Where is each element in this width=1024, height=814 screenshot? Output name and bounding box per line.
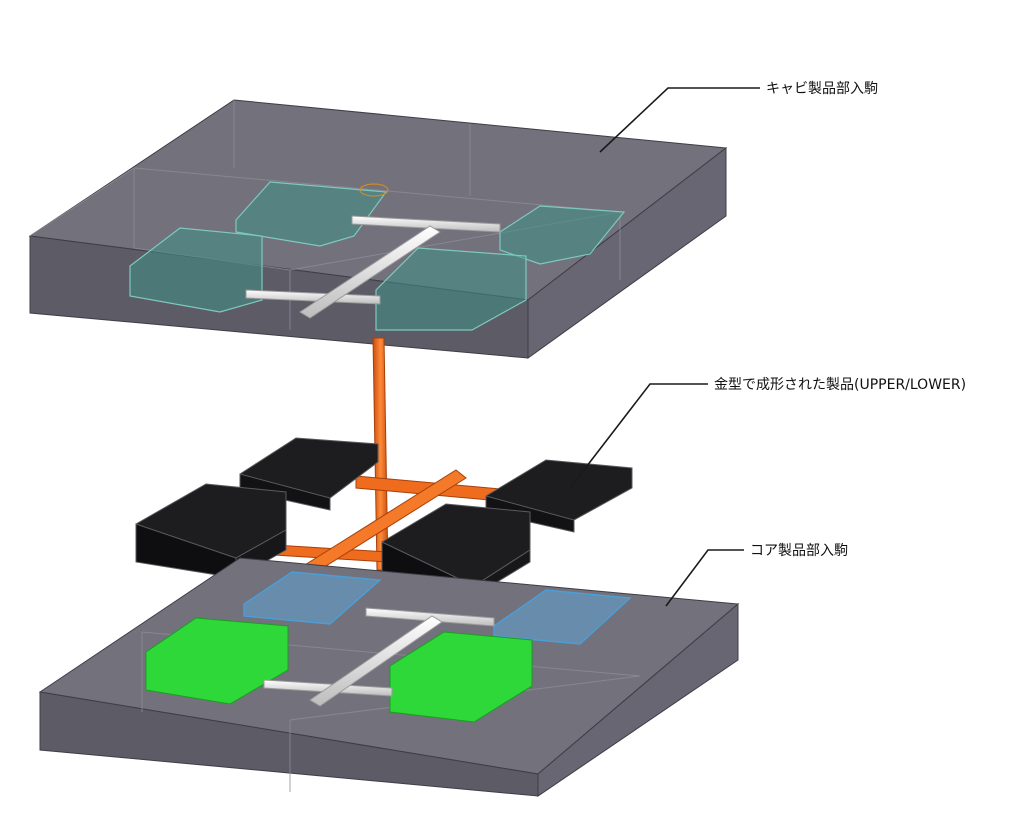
callout-core-insert: コア製品部入駒: [750, 543, 848, 559]
cavity-runner: [245, 215, 501, 319]
core-insert-block: [38, 557, 740, 797]
sprue-ring: [359, 183, 389, 197]
cavity-block-side-face: [527, 146, 727, 359]
core-insert-green-left: [145, 617, 289, 705]
core-block-side-face: [537, 602, 739, 797]
leader-cavity-insert: [599, 87, 760, 153]
core-insert-blue-back-left: [243, 571, 382, 625]
molded-part-front-left: [135, 483, 287, 579]
callout-molded-product: 金型で成形された製品(UPPER/LOWER): [714, 377, 966, 393]
cavity-insert-back-left: [235, 181, 388, 247]
leader-core-insert: [665, 549, 744, 607]
leader-molded-product: [569, 383, 708, 489]
core-runner-cross: [309, 615, 443, 707]
cavity-runner-cross: [299, 225, 441, 319]
cavity-insert-back-right: [499, 205, 626, 265]
core-inserts-blue: [243, 571, 632, 645]
callout-cavity-insert: キャビ製品部入駒: [766, 81, 878, 97]
cavity-runner-back: [351, 215, 501, 233]
core-inserts-green: [145, 617, 533, 723]
cavity-insert-front-left: [129, 227, 263, 313]
callout-leaders: [569, 87, 760, 607]
core-runner: [263, 607, 495, 707]
cavity-insert-front-right: [375, 247, 527, 331]
core-insert-blue-back-right: [493, 589, 632, 645]
cavity-inserts: [129, 181, 626, 331]
core-insert-green-right: [389, 631, 533, 723]
